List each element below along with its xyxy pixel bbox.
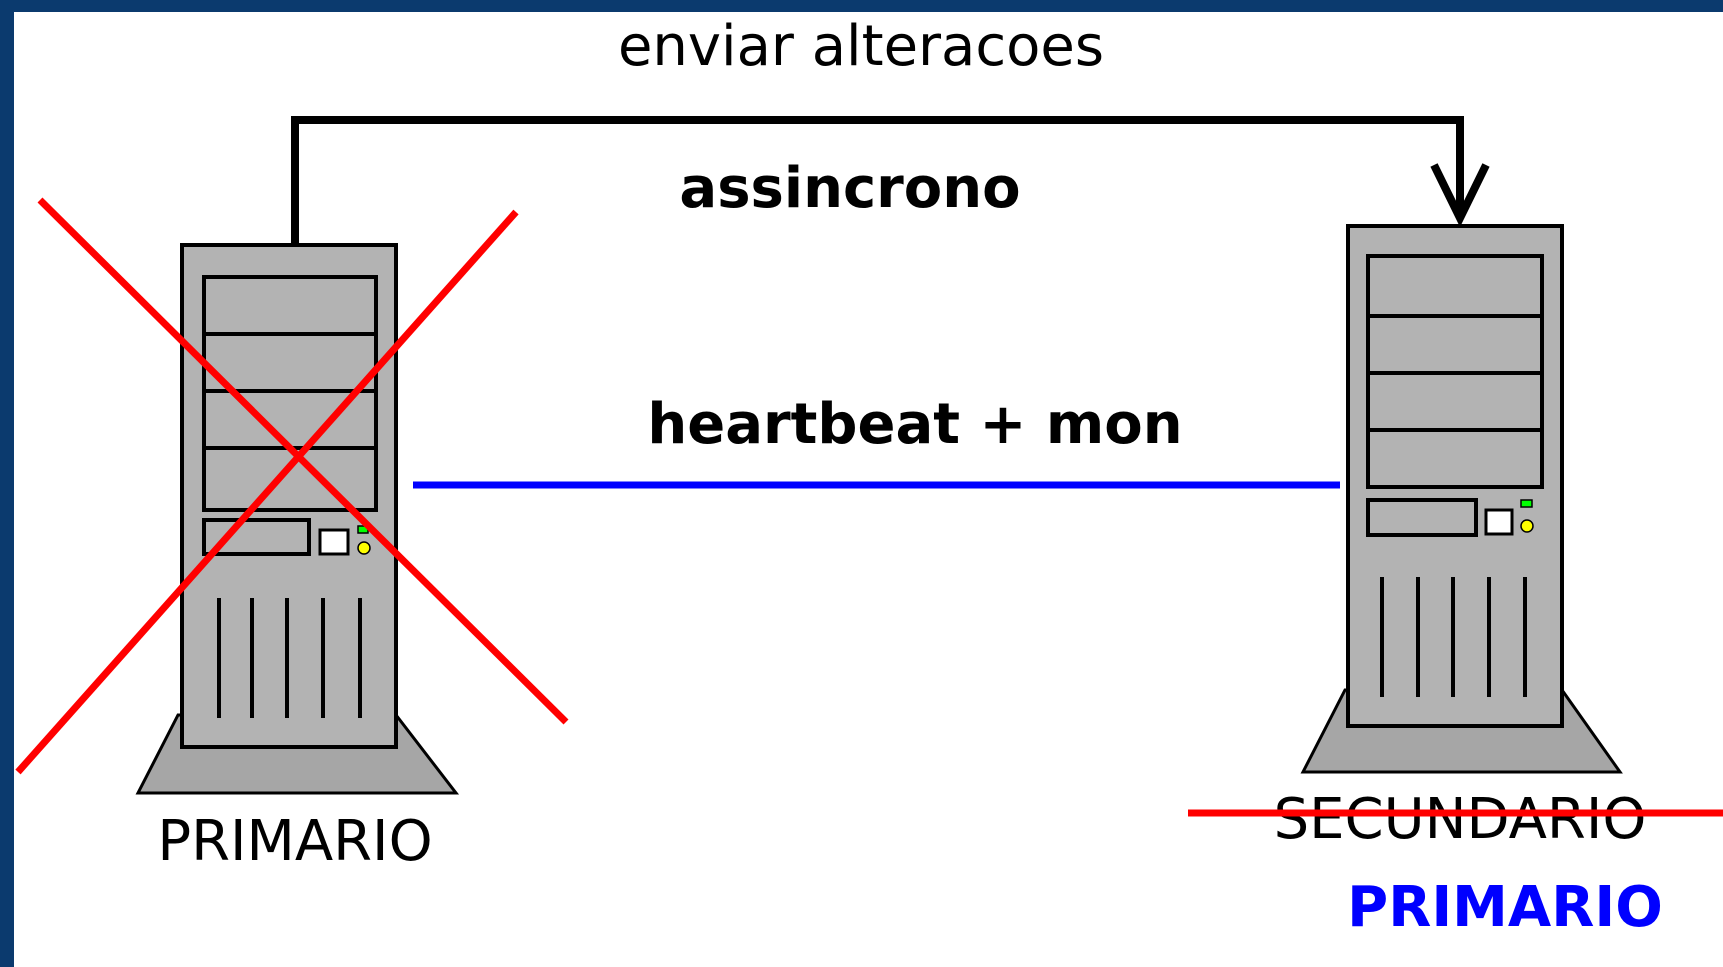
left-server-label: PRIMARIO	[157, 809, 432, 874]
replication-arrow-line	[291, 116, 1464, 245]
heartbeat-label: heartbeat + mon	[647, 392, 1182, 457]
replication-arrow-head	[1430, 163, 1490, 228]
right-server-new-label: PRIMARIO	[1347, 875, 1663, 940]
send-changes-label: enviar alteracoes	[618, 14, 1104, 79]
failure-x-mark	[15, 197, 569, 775]
async-mode-label: assincrono	[679, 156, 1020, 221]
primary-server-icon	[135, 243, 460, 795]
right-server-old-label: SECUNDARIO	[1274, 787, 1647, 852]
secondary-server-icon	[1300, 224, 1623, 774]
